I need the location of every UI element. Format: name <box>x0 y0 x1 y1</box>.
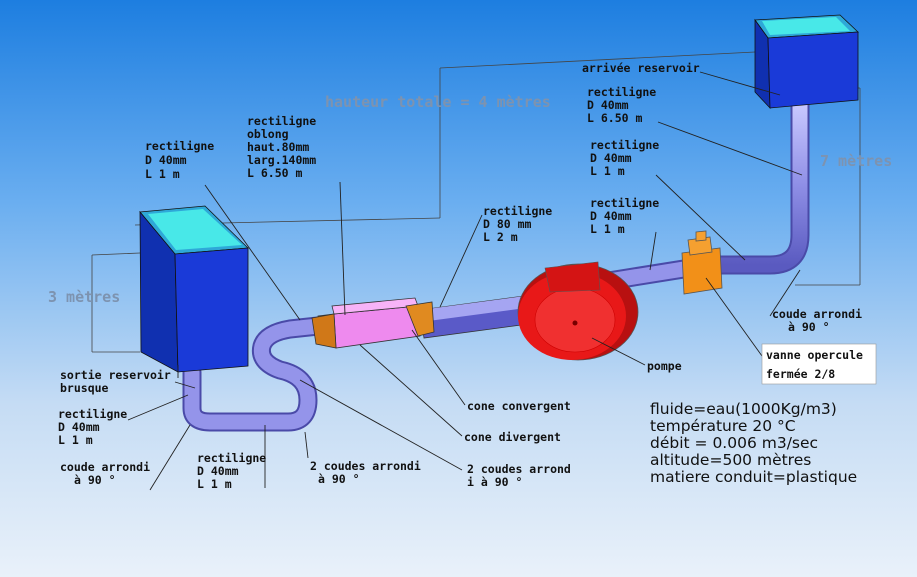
total-height-label: hauteur totale = 4 mètres <box>325 93 551 111</box>
right-height-label: 7 mètres <box>820 152 892 170</box>
right-tank <box>754 14 859 110</box>
label-rectiligne-left: rectiligne D 40mm L 1 m <box>58 407 134 447</box>
label-rectiligne-top-left: rectiligne D 40mm L 1 m <box>145 139 221 181</box>
label-coude-left: coude arrondi à 90 ° <box>60 460 157 487</box>
label-arrivee-reservoir: arrivée reservoir <box>582 61 700 75</box>
label-sortie-reservoir: sortie reservoir brusque <box>60 368 178 395</box>
component-labels: rectiligne D 40mm L 1 m rectiligne oblon… <box>58 61 869 491</box>
label-cone-convergent: cone convergent <box>467 399 571 413</box>
label-cone-divergent: cone divergent <box>464 430 561 444</box>
svg-text:vanne opercule fermée 2/: vanne opercule fermée 2/8 <box>766 348 870 381</box>
label-rectiligne-oblong: rectiligne oblong haut.80mm larg.140mm L… <box>247 114 323 180</box>
label-deux-coudes-a: 2 coudes arrondi à 90 ° <box>310 459 428 486</box>
svg-text:fluide=eau(1000Kg/m3) te: fluide=eau(1000Kg/m3) température 20 °C … <box>650 400 857 486</box>
left-height-label: 3 mètres <box>48 288 120 306</box>
leader-lines <box>127 71 803 491</box>
label-pompe: pompe <box>647 359 682 373</box>
label-rectiligne-right-a: rectiligne D 40mm L 1 m <box>590 138 666 178</box>
label-deux-coudes-b: 2 coudes arrond i à 90 ° <box>467 462 578 489</box>
label-rectiligne-80mm: rectiligne D 80 mm L 2 m <box>483 204 559 244</box>
label-rectiligne-right-b: rectiligne D 40mm L 1 m <box>590 196 666 236</box>
valve-info-box: vanne opercule fermée 2/8 <box>761 343 877 385</box>
label-rectiligne-650: rectiligne D 40mm L 6.50 m <box>587 85 663 125</box>
fluid-info: fluide=eau(1000Kg/m3) température 20 °C … <box>650 400 857 486</box>
label-coude-right: coude arrondi à 90 ° <box>772 307 869 334</box>
gate-valve <box>681 230 723 295</box>
label-rectiligne-bottom: rectiligne D 40mm L 1 m <box>197 451 273 491</box>
left-tank <box>139 205 249 373</box>
pump <box>517 261 639 361</box>
oblong-duct <box>311 297 435 349</box>
